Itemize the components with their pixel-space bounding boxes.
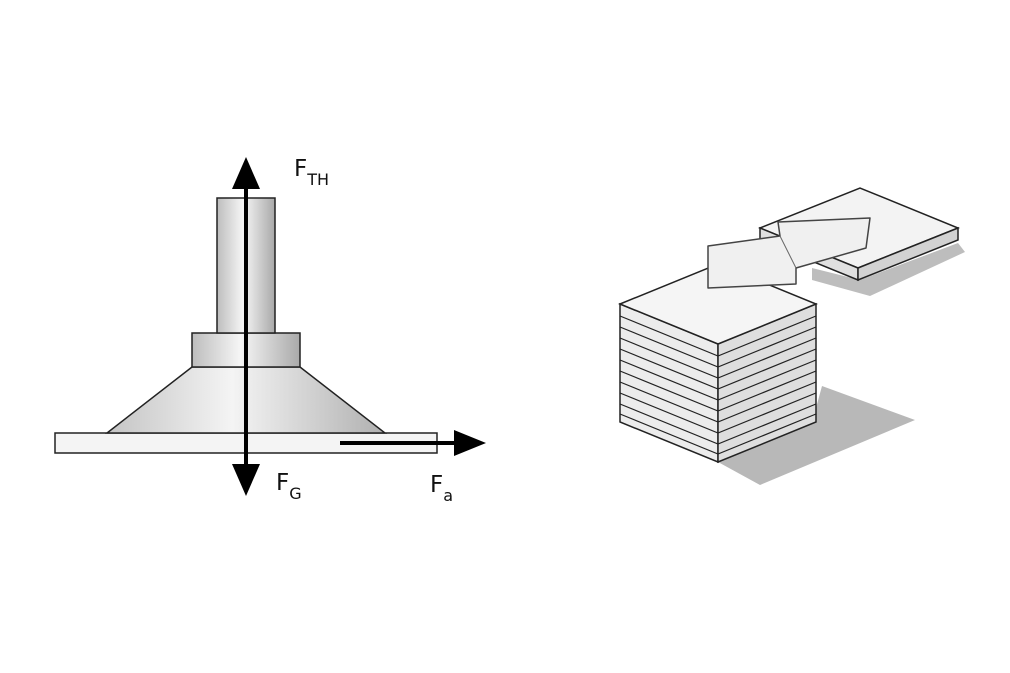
label-gravity: FG xyxy=(276,470,302,503)
sheet-stack-diagram xyxy=(618,187,965,485)
stack-layer-lines xyxy=(619,315,817,455)
applied-arrowhead-icon xyxy=(454,430,486,456)
suction-gripper-diagram: FTH FG Fa xyxy=(54,156,486,505)
single-sheet-shadow xyxy=(812,243,965,296)
label-thrust: FTH xyxy=(294,156,329,189)
single-sheet-side xyxy=(857,226,959,282)
gravity-arrowhead-icon xyxy=(232,464,260,496)
label-applied: Fa xyxy=(430,472,453,505)
stack-shadow xyxy=(718,386,915,485)
thrust-arrowhead-icon xyxy=(232,157,260,189)
transfer-arrow-fold xyxy=(779,235,797,269)
